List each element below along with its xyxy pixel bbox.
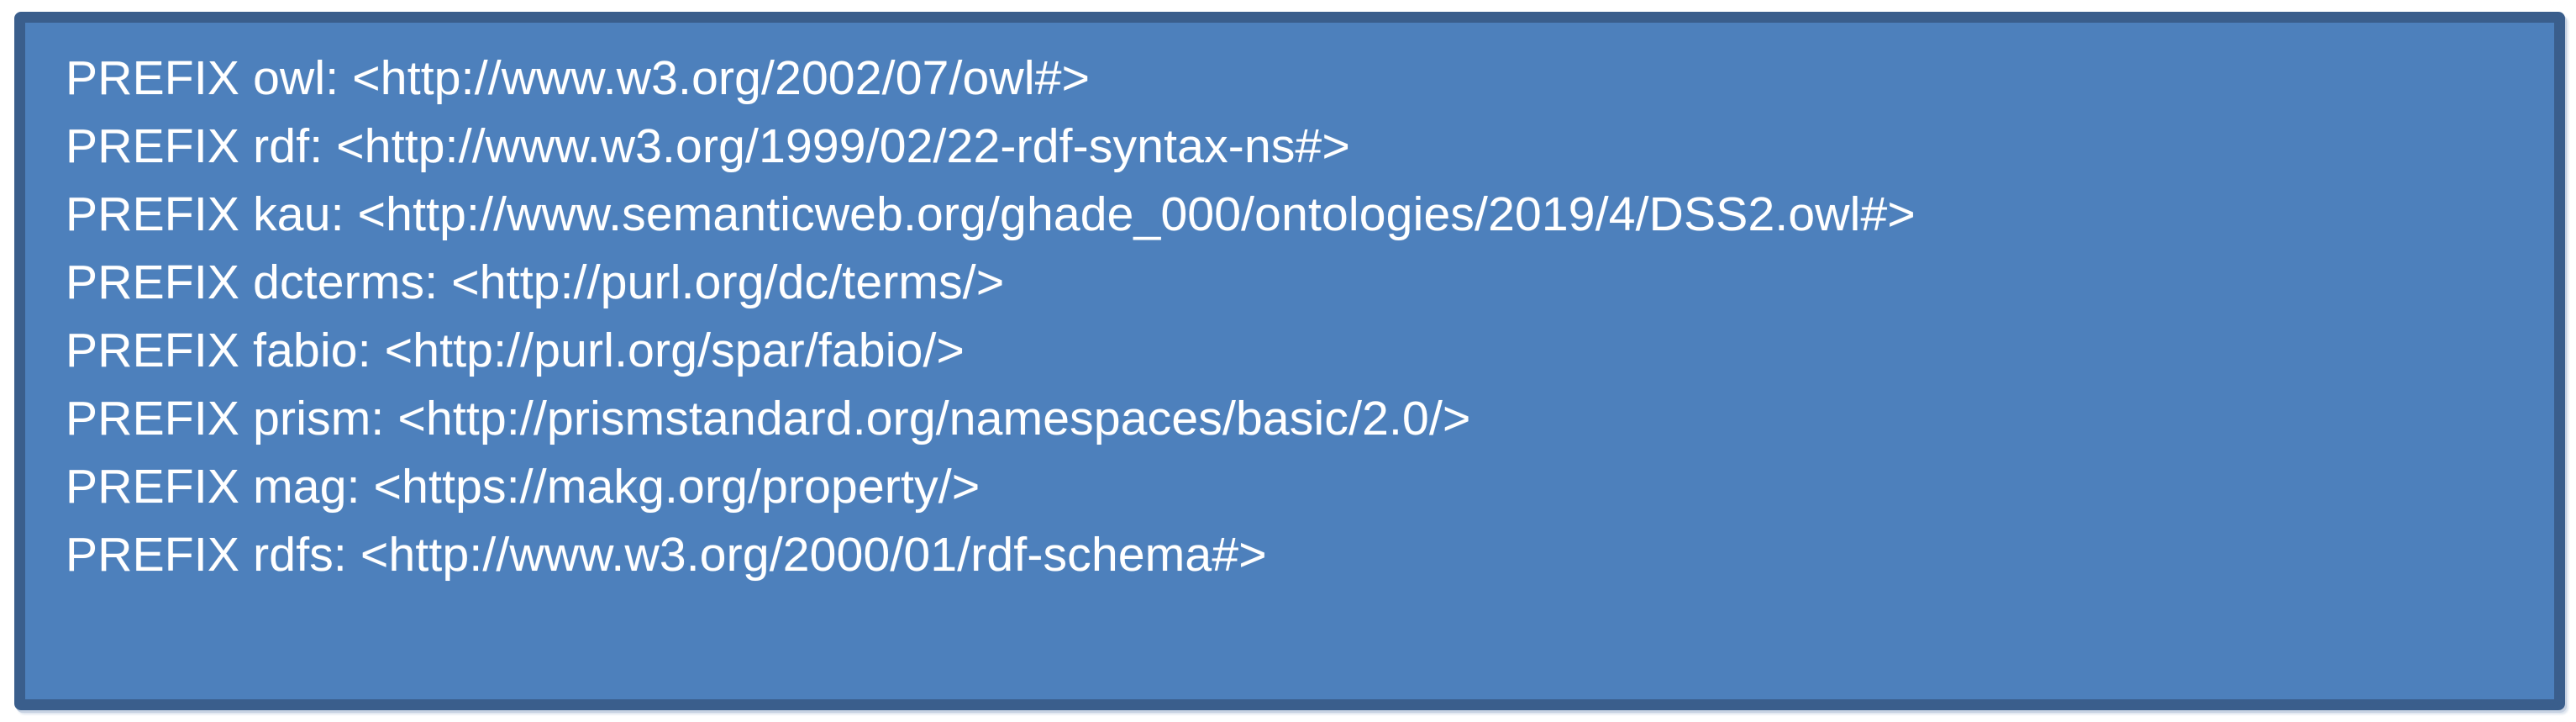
sparql-prefix-panel: PREFIX owl: <http://www.w3.org/2002/07/o… (14, 12, 2565, 710)
prefix-line-fabio: PREFIX fabio: <http://purl.org/spar/fabi… (66, 324, 965, 377)
prefix-line-dcterms: PREFIX dcterms: <http://purl.org/dc/term… (66, 256, 1005, 309)
sparql-prefix-code-block: PREFIX owl: <http://www.w3.org/2002/07/o… (25, 23, 2554, 699)
prefix-line-kau: PREFIX kau: <http://www.semanticweb.org/… (66, 187, 1916, 241)
prefix-line-mag: PREFIX mag: <https://makg.org/property/> (66, 460, 980, 514)
prefix-line-prism: PREFIX prism: <http://prismstandard.org/… (66, 392, 1471, 445)
prefix-line-owl: PREFIX owl: <http://www.w3.org/2002/07/o… (66, 51, 1091, 105)
prefix-line-rdf: PREFIX rdf: <http://www.w3.org/1999/02/2… (66, 119, 1350, 173)
prefix-line-rdfs: PREFIX rdfs: <http://www.w3.org/2000/01/… (66, 528, 1267, 582)
